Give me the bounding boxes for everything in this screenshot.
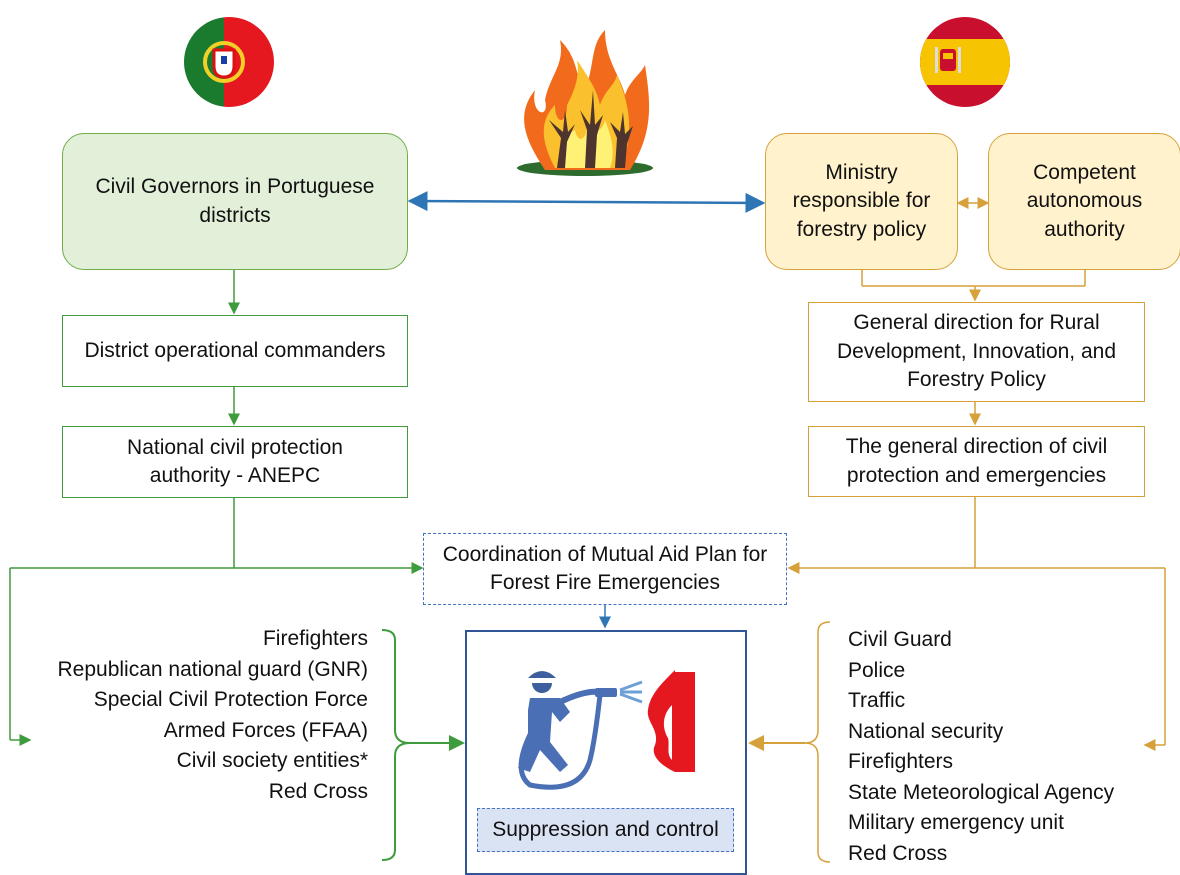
ministry-box: Ministry responsible for forestry policy bbox=[765, 133, 958, 270]
spain-actors-list: Civil Guard Police Traffic National secu… bbox=[848, 625, 1114, 869]
anepc-box: National civil protection authority - AN… bbox=[62, 426, 408, 498]
list-item: Firefighters bbox=[262, 627, 368, 650]
general-direction-label: General direction for Rural Development,… bbox=[836, 311, 1117, 392]
list-item: Civil society entities* bbox=[176, 749, 368, 772]
list-item: Republican national guard (GNR) bbox=[57, 657, 369, 681]
anepc-label: National civil protection authority - AN… bbox=[127, 435, 343, 487]
list-item: Armed Forces (FFAA) bbox=[163, 718, 368, 742]
suppression-label-box: Suppression and control bbox=[477, 808, 734, 852]
list-item: Civil Guard bbox=[848, 628, 952, 651]
list-item: State Meteorological Agency bbox=[848, 780, 1115, 804]
coordination-label: Coordination of Mutual Aid Plan for Fore… bbox=[442, 542, 768, 594]
suppression-label: Suppression and control bbox=[492, 818, 719, 841]
autonomous-authority-box: Competent autonomous authority bbox=[988, 133, 1180, 270]
civil-governors-box: Civil Governors in Portuguese districts bbox=[62, 133, 408, 270]
coordination-box: Coordination of Mutual Aid Plan for Fore… bbox=[423, 533, 787, 605]
forest-fire-icon bbox=[505, 20, 665, 180]
civil-protection-label: The general direction of civil protectio… bbox=[845, 435, 1108, 487]
ministry-label: Ministry responsible for forestry policy bbox=[792, 160, 931, 241]
spain-flag-icon bbox=[920, 17, 1010, 107]
list-item: Military emergency unit bbox=[848, 811, 1064, 834]
firefighter-hose-icon bbox=[490, 650, 710, 800]
list-item: Red Cross bbox=[268, 779, 368, 803]
list-item: Red Cross bbox=[848, 841, 948, 865]
list-item: Traffic bbox=[848, 689, 906, 712]
list-item: Special Civil Protection Force bbox=[93, 688, 368, 711]
portugal-actors-list: Firefighters Republican national guard (… bbox=[58, 624, 369, 807]
general-direction-box: General direction for Rural Development,… bbox=[808, 302, 1145, 402]
district-commanders-label: District operational commanders bbox=[84, 338, 386, 362]
list-item: Police bbox=[848, 658, 906, 682]
portugal-flag-icon bbox=[184, 17, 274, 107]
list-item: Firefighters bbox=[848, 750, 954, 773]
civil-protection-box: The general direction of civil protectio… bbox=[808, 426, 1145, 497]
civil-governors-label: Civil Governors in Portuguese districts bbox=[95, 175, 375, 227]
district-commanders-box: District operational commanders bbox=[62, 315, 408, 387]
list-item: National security bbox=[848, 719, 1004, 743]
autonomous-authority-label: Competent autonomous authority bbox=[1026, 160, 1143, 241]
